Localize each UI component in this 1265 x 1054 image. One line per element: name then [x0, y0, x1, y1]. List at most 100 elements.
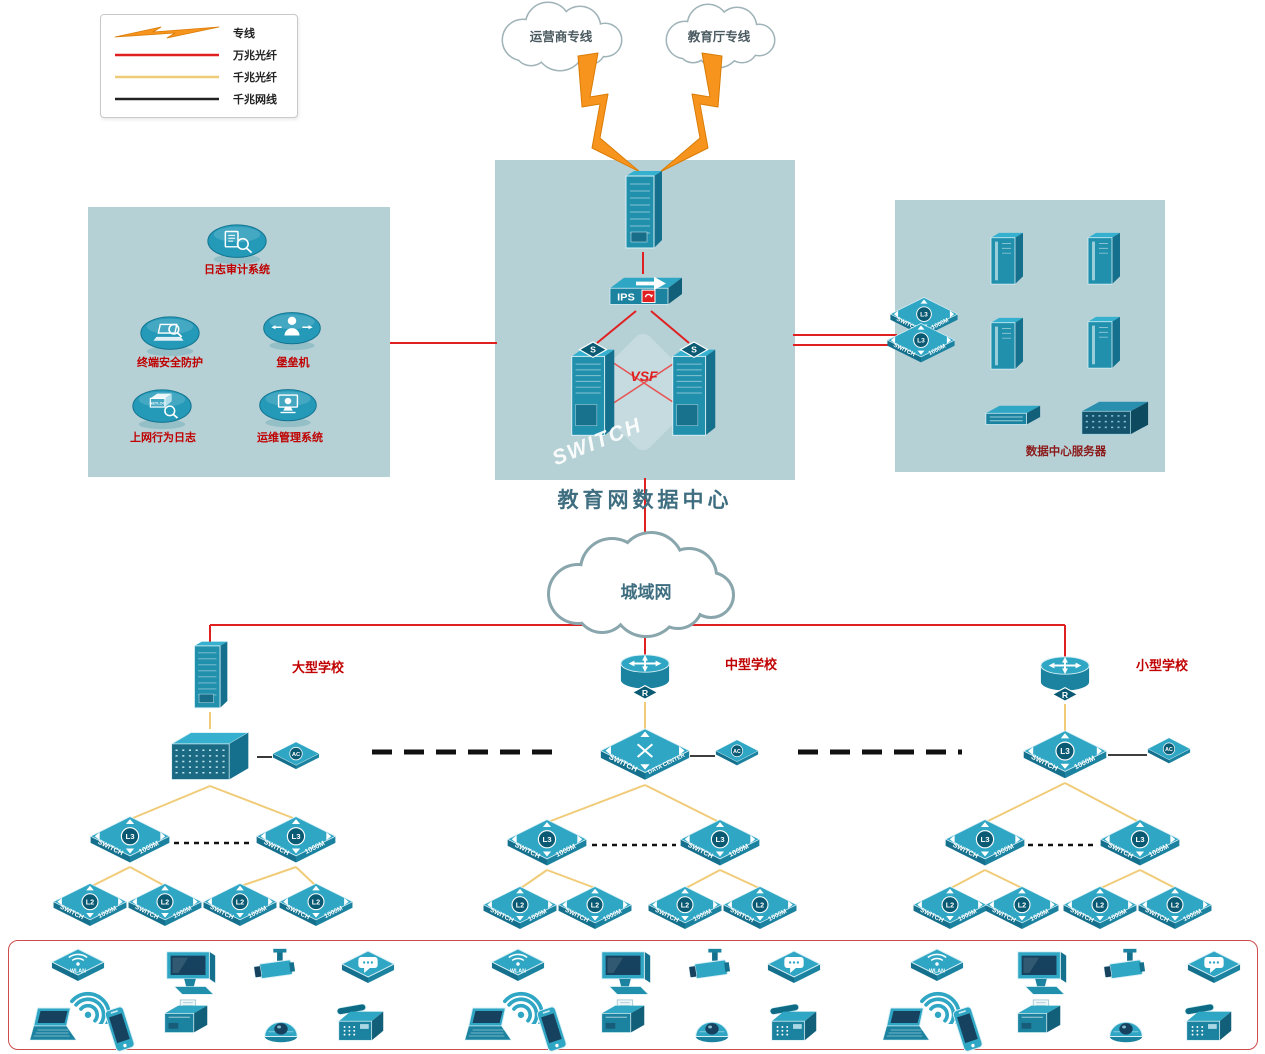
endpoint-protect-icon	[136, 312, 204, 358]
ip-camera-icon	[1099, 947, 1157, 993]
dome-camera-icon	[1104, 1006, 1148, 1046]
endpoint-protect-label: 终端安全防护	[137, 357, 203, 369]
desktop-computer-icon	[1010, 946, 1072, 1002]
vsf-core-switch-a: S	[564, 341, 622, 443]
wireless-ap-icon: WLAN	[50, 948, 106, 984]
svg-text:L2: L2	[516, 900, 524, 909]
svg-text:L2: L2	[681, 900, 689, 909]
svg-text:AC: AC	[733, 749, 741, 755]
smartphone-icon	[952, 1004, 984, 1054]
dc-server-2	[1083, 230, 1125, 288]
vsf-core-switch-b: S	[665, 341, 723, 443]
red-10g-fiber-lines	[209, 252, 1066, 658]
legend-row-10g-fiber: 万兆光纤	[111, 44, 287, 66]
svg-text:WLAN: WLAN	[70, 968, 86, 974]
svg-text:WLAN: WLAN	[510, 968, 526, 974]
ops-mgmt-label: 运维管理系统	[257, 432, 323, 444]
large-school-core-switch	[164, 727, 256, 787]
medium-school-ac: AC	[715, 739, 759, 769]
yellow-line-swatch	[115, 75, 219, 79]
black-line-swatch	[115, 97, 219, 101]
svg-text:L2: L2	[756, 900, 764, 909]
smartphone-icon	[536, 1004, 568, 1054]
wifi-signal-icon	[916, 980, 960, 1024]
legend-label: 万兆光纤	[233, 50, 277, 62]
terminal-devices-box	[8, 940, 1258, 1050]
bastion-host-icon	[259, 308, 325, 352]
dome-camera-icon	[690, 1006, 734, 1046]
laptop-icon	[26, 1006, 82, 1046]
legend-label: 千兆网线	[233, 94, 277, 106]
netlog-icon: NETLOG	[128, 385, 196, 431]
large-school-label: 大型学校	[291, 660, 344, 675]
svg-text:L2: L2	[1171, 900, 1179, 909]
svg-text:L2: L2	[1018, 900, 1026, 909]
wireless-ap-icon: WLAN	[490, 948, 546, 984]
large-school-ac: AC	[272, 741, 320, 773]
medium-school-router: R	[618, 651, 672, 703]
svg-text:L2: L2	[591, 900, 599, 909]
dashed-links	[174, 749, 1097, 847]
yellow-1g-fiber-lines	[91, 702, 1176, 889]
lightning-bolt-right	[659, 52, 723, 173]
legend: 专线 万兆光纤 千兆光纤 千兆网线	[100, 14, 298, 118]
datacenter-firewall	[620, 168, 666, 254]
legend-row-1g-fiber: 千兆光纤	[111, 66, 287, 88]
svg-text:L3: L3	[920, 312, 928, 319]
svg-text:AC: AC	[292, 752, 300, 758]
legend-label: 千兆光纤	[233, 72, 277, 84]
svg-text:L3: L3	[1135, 835, 1145, 844]
svg-text:L3: L3	[125, 832, 135, 841]
dc-core-rack	[1076, 396, 1152, 440]
cloud-isp-label: 运营商专线	[530, 29, 593, 44]
svg-text:NETLOG: NETLOG	[150, 402, 166, 406]
voip-terminal-icon	[1186, 950, 1242, 986]
svg-text:AC: AC	[1165, 747, 1173, 753]
svg-text:L3: L3	[291, 832, 301, 841]
svg-text:WLAN: WLAN	[929, 968, 945, 974]
voip-terminal-icon	[766, 950, 822, 986]
lightning-swatch-icon	[114, 26, 220, 39]
dome-camera-icon	[259, 1006, 303, 1046]
legend-row-dedicated-line: 专线	[111, 22, 287, 44]
desktop-computer-icon	[159, 946, 221, 1002]
log-audit-label: 日志审计系统	[204, 264, 270, 276]
svg-text:L3: L3	[980, 835, 990, 844]
dc-server-4	[1083, 314, 1125, 372]
lightning-bolt-left	[577, 52, 641, 173]
dc-servers-label: 数据中心服务器	[1025, 446, 1107, 458]
svg-text:L3: L3	[542, 835, 552, 844]
laptop-icon	[461, 1006, 517, 1046]
dc-server-3	[986, 315, 1028, 373]
smartphone-icon	[104, 1004, 136, 1054]
medium-school-label: 中型学校	[724, 657, 777, 672]
small-school-label: 小型学校	[1135, 658, 1188, 673]
legend-label: 专线	[233, 28, 255, 40]
svg-text:L3: L3	[917, 338, 925, 345]
svg-text:L3: L3	[1060, 747, 1070, 756]
svg-text:L2: L2	[86, 897, 94, 906]
telephone-icon	[331, 1004, 391, 1048]
cloud-edu-label: 教育厅专线	[687, 29, 751, 44]
vsf-label: VSF	[630, 368, 658, 384]
voip-terminal-icon	[340, 950, 396, 986]
large-school-gateway	[189, 639, 231, 713]
cloud-man: 城域网	[547, 531, 735, 638]
svg-text:R: R	[1062, 690, 1069, 700]
dc-server-1	[986, 230, 1028, 288]
svg-text:S: S	[691, 345, 697, 355]
printer-icon	[1010, 998, 1068, 1046]
